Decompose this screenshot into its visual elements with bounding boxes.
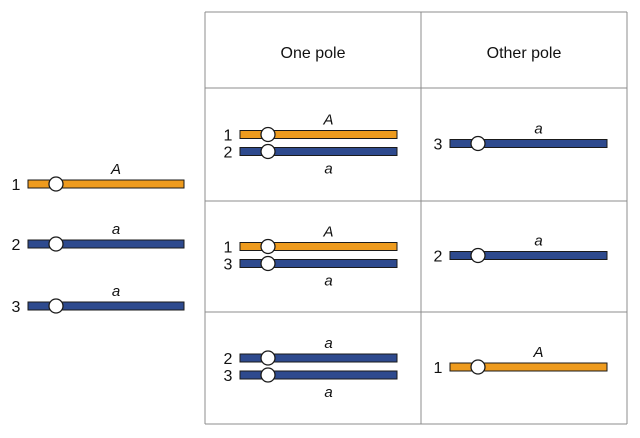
chromosome-number: 2: [434, 249, 443, 266]
allele-label: A: [322, 112, 333, 129]
allele-label: a: [534, 233, 542, 250]
chromatid-bar: [239, 147, 398, 156]
chromosome-number: 2: [12, 237, 21, 254]
header-one-pole: One pole: [281, 45, 346, 62]
chromosome: 2a: [224, 335, 398, 368]
centromere: [260, 367, 276, 383]
chromosome: 3a: [224, 255, 398, 290]
allele-label: a: [112, 283, 120, 300]
chromosome: 3a: [12, 283, 185, 316]
allele-label: a: [324, 384, 332, 401]
allele-label: a: [324, 161, 332, 178]
chromosome-number: 3: [12, 299, 21, 316]
chromatid-bar: [239, 130, 398, 139]
chromatid-bar: [239, 242, 398, 251]
centromere: [470, 135, 486, 152]
chromosome: 3a: [434, 121, 608, 154]
chromosome: 1A: [224, 112, 398, 145]
centromere: [260, 255, 276, 272]
chromosome-number: 2: [224, 351, 233, 368]
chromatid-bar: [27, 301, 185, 311]
allele-label: a: [324, 335, 332, 352]
centromere: [48, 298, 64, 314]
centromere: [470, 247, 486, 264]
chromatid-bar: [27, 239, 185, 249]
chromosome-number: 2: [224, 145, 233, 162]
chromosome: 3a: [224, 367, 398, 401]
centromere: [260, 143, 276, 160]
chromatid-bar: [239, 259, 398, 268]
chromatid-bar: [449, 362, 608, 372]
chromosome: 1A: [12, 161, 185, 194]
chromosome: 1A: [434, 344, 608, 377]
chromosome: 2a: [224, 143, 398, 178]
centromere: [48, 176, 64, 192]
chromosome-number: 3: [224, 257, 233, 274]
allele-label: a: [112, 221, 120, 238]
centromere: [470, 359, 486, 375]
chromosome-number: 3: [434, 137, 443, 154]
chromosome-number: 1: [224, 128, 233, 145]
chromatid-bar: [239, 370, 398, 380]
allele-label: a: [324, 273, 332, 290]
allele-label: A: [322, 224, 333, 241]
chromosome-number: 3: [224, 368, 233, 385]
chromosome: 2a: [12, 221, 185, 254]
chromosome-number: 1: [224, 240, 233, 257]
centromere: [260, 350, 276, 366]
chromosome: 2a: [434, 233, 608, 266]
header-other-pole: Other pole: [487, 45, 562, 62]
centromere: [260, 126, 276, 143]
allele-label: a: [534, 121, 542, 138]
chromatid-bar: [27, 179, 185, 189]
chromatid-bar: [239, 353, 398, 363]
centromere: [260, 238, 276, 255]
chromatid-bar: [449, 139, 608, 148]
allele-label: A: [110, 161, 121, 178]
centromere: [48, 236, 64, 252]
chromatid-bar: [449, 251, 608, 260]
chromosome-number: 1: [434, 360, 443, 377]
chromosome: 1A: [224, 224, 398, 257]
chromosome-number: 1: [12, 177, 21, 194]
allele-label: A: [532, 344, 543, 361]
